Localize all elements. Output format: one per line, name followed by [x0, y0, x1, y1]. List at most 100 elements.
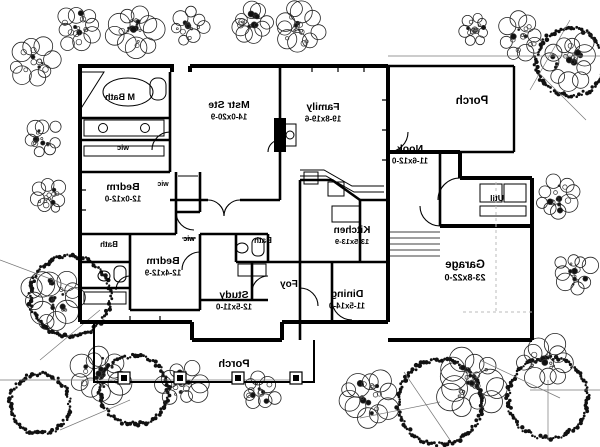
kitchen-counter-line — [300, 169, 384, 187]
fixtures-and-details — [79, 71, 532, 313]
window-marks — [80, 66, 388, 322]
hearth-detail — [285, 130, 295, 140]
sink-basin-icon — [235, 242, 249, 254]
tree-small-icon — [275, 0, 327, 53]
room-label-foyer: Foy — [280, 279, 298, 290]
garage-centerline — [460, 182, 532, 313]
room-name: Foy — [280, 279, 298, 290]
room-name: Dining — [331, 288, 364, 300]
washer-icon — [503, 183, 527, 203]
room-label-bath-right: Bath — [100, 240, 118, 249]
room-name: wic — [117, 143, 130, 152]
room-dimensions: 13-5x13-9 — [335, 237, 369, 246]
room-name: wic — [183, 236, 195, 243]
door-swing — [181, 251, 201, 271]
door-swing — [331, 299, 353, 321]
room-name: Family — [306, 101, 339, 113]
room-name: Nook — [397, 143, 423, 155]
room-name: Mstr Ste — [208, 99, 250, 111]
room-name: wic — [157, 181, 169, 188]
tree-small-icon — [554, 254, 599, 296]
room-dimensions: 19-8x19-6 — [304, 115, 341, 124]
tub-icon — [83, 291, 127, 305]
tree-small-icon — [498, 10, 543, 62]
room-dimensions: 11-5x14-0 — [328, 302, 365, 311]
kitchen-counter-line — [300, 175, 384, 193]
door-swing — [151, 131, 171, 151]
door-swing — [267, 139, 281, 153]
tree-small-icon — [243, 370, 282, 409]
room-dimensions: 12-5x11-0 — [215, 303, 252, 312]
tree-small-icon — [104, 5, 166, 60]
kitchen-island — [331, 205, 361, 223]
room-label-wic-bed2: wic — [157, 181, 169, 188]
landscape-layer — [6, 0, 600, 447]
toilet-icon — [113, 265, 127, 283]
room-name: Study — [219, 289, 248, 301]
sink-basin-icon — [97, 270, 111, 282]
tree-small-icon — [24, 119, 62, 158]
tree-small-icon — [20, 271, 86, 331]
room-label-wic-study: wic — [183, 236, 195, 243]
sink-basin-icon — [140, 123, 150, 133]
door-swing — [115, 275, 131, 291]
interior-walls — [80, 66, 462, 340]
room-dimensions: 12-0x12-0 — [104, 195, 141, 204]
cooktop-icon — [327, 181, 345, 197]
site-lines — [0, 19, 600, 441]
room-name: Kitchen — [334, 225, 371, 236]
room-name: Bedrm — [146, 255, 179, 267]
door-swing — [175, 211, 195, 231]
porch-columns — [117, 371, 303, 385]
shower-icon — [79, 71, 105, 112]
door-swing — [207, 199, 225, 217]
room-label-m-bath: M Bath — [105, 92, 135, 102]
porch-column — [231, 371, 245, 385]
room-name: Bath — [100, 240, 118, 249]
room-label-dining: Dining 11-5x14-0 — [328, 288, 365, 311]
room-label-util: Util — [490, 193, 504, 203]
garage-block-walls — [388, 150, 534, 342]
room-name: Porch — [456, 95, 489, 107]
tree-small-icon — [536, 173, 581, 220]
porch-column — [117, 371, 131, 385]
tree-large-icon — [6, 370, 73, 435]
tree-large-icon — [532, 25, 600, 99]
door-swing — [251, 275, 269, 293]
door-swing — [299, 287, 319, 307]
tree-small-icon — [170, 5, 211, 46]
porch-column — [289, 371, 303, 385]
toilet-icon — [149, 77, 167, 101]
tree-small-icon — [458, 12, 488, 46]
front-porch-walls — [388, 64, 516, 154]
dryer-icon — [479, 183, 503, 203]
room-label-porch-front: Porch — [456, 95, 489, 107]
room-label-wic-mstr: wic — [117, 143, 130, 152]
door-swing — [419, 205, 441, 227]
room-label-bath-hall: Bath — [254, 236, 272, 245]
room-dimensions: 14-0x20-9 — [210, 113, 247, 122]
room-label-porch-rear: Porch — [218, 358, 249, 370]
door-swings — [115, 131, 461, 321]
tree-small-icon — [231, 0, 274, 44]
room-name: Bedrm — [106, 181, 139, 193]
room-name: wic — [183, 236, 195, 243]
tree-small-icon — [338, 369, 400, 429]
tree-small-icon — [57, 7, 101, 52]
sink-basin-icon — [98, 123, 108, 133]
util-counter — [479, 205, 527, 217]
tree-small-icon — [436, 346, 508, 417]
door-swing — [387, 131, 409, 153]
toilet-icon — [251, 237, 265, 257]
room-labels: PorchNook11-6x12-0UtilGarage23-8x22-0Kit… — [100, 92, 504, 370]
room-label-wic-bed3: wic — [183, 236, 195, 243]
room-label-mstr-ste: Mstr Ste 14-0x20-9 — [208, 99, 250, 122]
hearth — [283, 123, 297, 147]
room-label-bedrm-upper: Bedrm 12-0x12-0 — [104, 181, 141, 204]
